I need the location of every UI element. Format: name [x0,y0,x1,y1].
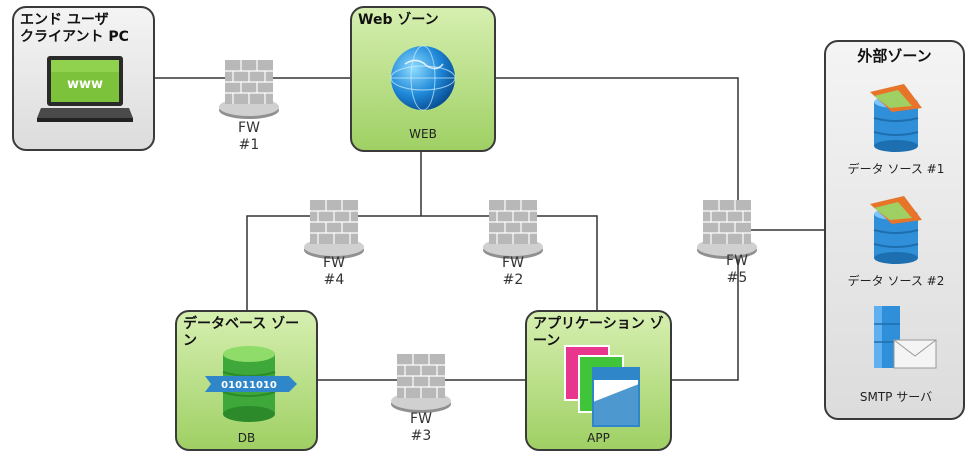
zone-title-line: アプリケーション ゾ [533,316,664,332]
firewall-number: #3 [410,428,432,444]
external-item-label: データ ソース #2 [847,274,945,288]
firewall-label: FW #5 [717,253,757,287]
firewall-number: #5 [726,270,748,286]
database-icon [870,84,922,152]
firewall-number: #4 [323,272,345,288]
firewall-name: FW [502,255,524,271]
firewall-number: #2 [502,272,524,288]
zone-label: WEB [409,127,437,141]
firewall-icon [483,200,543,259]
firewall-icon [219,60,279,119]
globe-icon [390,45,456,111]
zone-title-line: エンド ユーザ [20,12,109,28]
firewall-icon [304,200,364,259]
zone-title: データベース ゾー ン [183,316,299,350]
firewall-number: #1 [238,137,260,153]
firewall-name: FW [323,255,345,271]
firewall-label: FW #4 [314,255,354,289]
firewall-label: FW #1 [229,120,269,154]
firewall-label: FW #3 [401,411,441,445]
external-item-label: データ ソース #1 [847,162,945,176]
firewall-name: FW [238,120,260,136]
application-zone: アプリケーション ゾ ーン APP [525,310,672,451]
zone-title: アプリケーション ゾ ーン [533,316,664,350]
web-zone: Web ゾーン WEB [350,6,496,152]
database-icon [870,196,922,264]
client-zone: エンド ユーザ クライアント PC www [12,6,155,151]
zone-title: Web ゾーン [358,12,439,28]
zone-label: APP [587,431,610,445]
firewall-icon [391,354,451,413]
laptop-icon: www [37,56,133,122]
external-zone: 外部ゾーン データ ソース #1 データ ソース #2 SMTP サーバ [824,40,965,420]
firewall-name: FW [410,411,432,427]
external-item-label: SMTP サーバ [859,390,933,404]
mail-server-icon [874,306,937,369]
zone-title-line: ーン [533,333,561,349]
zone-title: 外部ゾーン [857,47,932,65]
zone-title-line: クライアント PC [20,29,129,45]
database-drum-text: 01011010 [221,380,277,391]
database-icon: 01011010 [205,346,297,422]
firewall-label: FW #2 [493,255,533,289]
zone-label: DB [237,431,256,445]
zone-title-line: ン [183,333,197,349]
zone-title-line: データベース ゾー [183,316,300,332]
database-zone: データベース ゾー ン 01011010 DB [175,310,318,451]
zone-title: エンド ユーザ クライアント PC [20,12,129,46]
firewall-name: FW [726,253,748,269]
laptop-screen-text: www [67,77,103,92]
application-windows-icon [564,345,640,427]
firewall-icon [697,200,757,259]
